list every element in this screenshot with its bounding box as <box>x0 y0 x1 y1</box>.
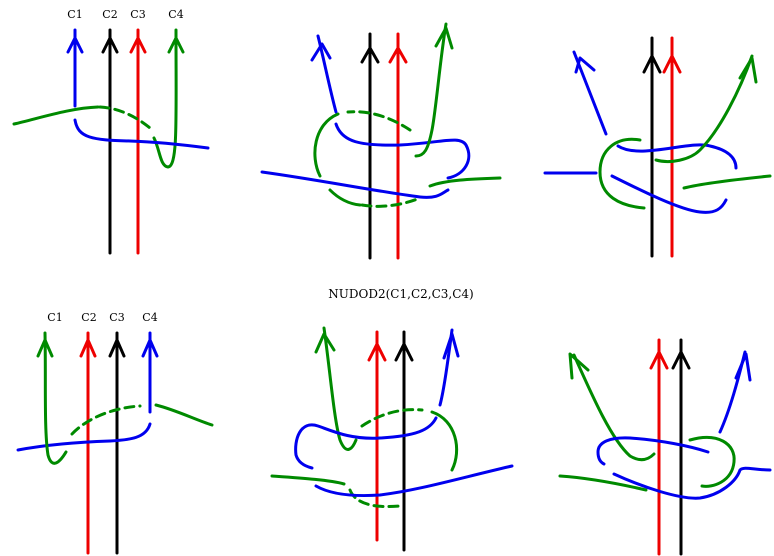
strand-c1-exit <box>154 403 214 427</box>
strand-blue-lower <box>612 466 772 500</box>
strand-green-dashed-top <box>346 110 412 132</box>
panel-bottom-left: C1 C2 C3 C4 <box>16 311 214 555</box>
strand-green <box>414 22 448 158</box>
strand-blue-loop <box>294 416 438 470</box>
strand-green-dashed-bottom <box>348 488 402 509</box>
strand-blue-loop <box>334 122 471 180</box>
strand-green-left <box>558 474 648 492</box>
strand-c4-segment <box>16 422 152 452</box>
strand-c1 <box>43 331 68 465</box>
strand-c1-dashed <box>70 404 142 436</box>
label-c4-bottom: C4 <box>142 311 157 324</box>
strand-green-exit <box>682 174 772 190</box>
panel-top-right <box>543 36 772 258</box>
strand-green <box>654 54 754 164</box>
strand-green-exit <box>428 176 502 188</box>
panel-top-left: C1 C2 C3 C4 <box>12 8 210 255</box>
arrow-green <box>314 332 336 354</box>
figure-title: NUDOD2(C1,C2,C3,C4) <box>328 287 473 301</box>
arrow-c3 <box>108 338 126 358</box>
label-c1-top: C1 <box>67 8 82 21</box>
arrow-black <box>394 342 414 362</box>
strand-green <box>572 353 656 462</box>
arrow-c1 <box>36 338 54 358</box>
strand-blue <box>316 34 338 114</box>
label-c4-top: C4 <box>168 8 183 21</box>
strand-blue-loop <box>596 436 710 466</box>
arrow-blue <box>574 56 596 74</box>
arrow-c4 <box>167 36 185 54</box>
arrow-green <box>434 26 454 50</box>
strand-blue-lower <box>610 174 728 214</box>
arrow-blue <box>310 42 332 62</box>
strand-blue-lower <box>314 464 514 498</box>
strand-green-dashed-bottom <box>360 196 422 208</box>
arrow-c4 <box>141 338 159 358</box>
arrow-black <box>671 350 691 370</box>
strand-c1-segment <box>73 118 210 150</box>
panel-top-middle <box>260 22 502 260</box>
arrow-blue <box>442 332 460 360</box>
arrow-green <box>738 56 758 84</box>
label-c3-top: C3 <box>130 8 145 21</box>
strand-green-right-arc <box>430 410 459 472</box>
strand-green <box>322 326 358 451</box>
arrow-red <box>662 54 682 74</box>
strand-c4-dashed <box>98 105 152 130</box>
arrow-red <box>388 46 408 64</box>
strand-blue-lower <box>260 170 450 199</box>
arrow-red <box>367 342 387 362</box>
arrow-c2 <box>79 338 97 358</box>
label-c3-bottom: C3 <box>109 311 124 324</box>
strand-green-left-arc <box>598 137 646 210</box>
arrow-red <box>649 350 669 370</box>
label-c2-bottom: C2 <box>81 311 96 324</box>
strand-c4-segment <box>12 105 100 126</box>
arrow-blue <box>734 352 752 382</box>
strand-green-left <box>270 474 346 486</box>
strand-green-left-arc <box>313 112 340 178</box>
arrow-black <box>360 46 380 64</box>
label-c1-bottom: C1 <box>47 311 62 324</box>
strand-blue-loop <box>616 143 738 170</box>
panel-bottom-middle <box>270 326 514 552</box>
arrow-c3 <box>129 36 147 54</box>
label-c2-top: C2 <box>102 8 117 21</box>
panel-bottom-right <box>558 338 772 556</box>
strand-c4 <box>152 28 178 169</box>
strand-green-bottom-left <box>328 188 362 207</box>
strand-green-dashed-top <box>360 408 424 428</box>
arrow-c2 <box>101 36 119 54</box>
strand-green-right-arc <box>688 435 736 488</box>
arrow-black <box>642 54 662 74</box>
arrow-c1 <box>66 36 84 54</box>
arrow-green <box>568 352 590 380</box>
